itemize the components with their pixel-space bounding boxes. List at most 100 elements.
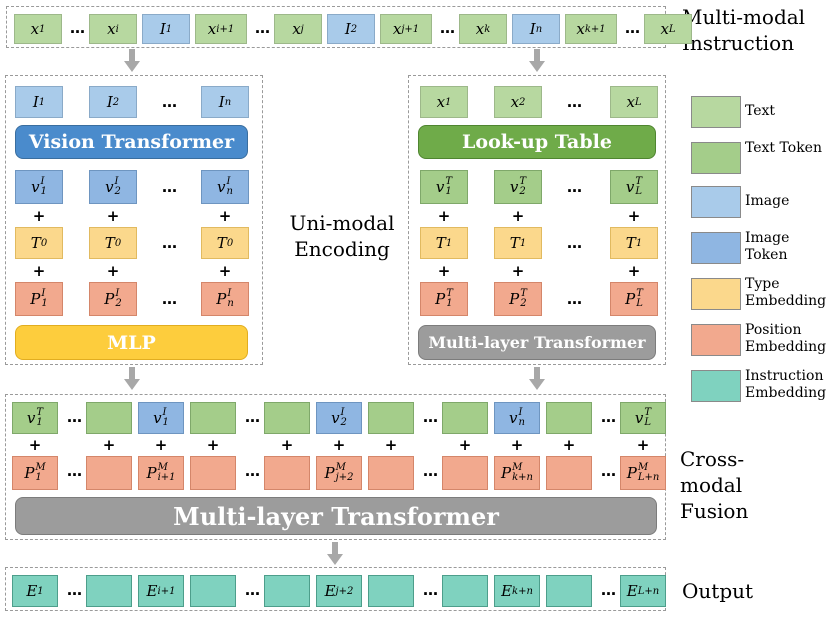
fusion-position-embedding: [86, 456, 132, 490]
output-embedding: [190, 575, 236, 607]
fusion-plus: +: [154, 436, 168, 454]
arrow-fusion-to-output: [327, 542, 343, 565]
legend-swatch: [691, 278, 741, 310]
fusion-position-embedding: [368, 456, 414, 490]
fusion-ellipsis: …: [601, 462, 617, 480]
legend-label: Instruction Embedding: [745, 368, 827, 401]
image-branch-plus: +: [106, 262, 120, 280]
mlp-bar: MLP: [15, 325, 248, 360]
output-ellipsis: …: [423, 581, 439, 599]
legend-label: Type Embedding: [745, 276, 827, 309]
fusion-ellipsis: …: [601, 408, 617, 426]
legend-label: Position Embedding: [745, 322, 827, 355]
image-branch-ellipsis: …: [162, 178, 178, 196]
output-ellipsis: …: [67, 581, 83, 599]
legend-label: Text: [745, 103, 776, 119]
fusion-plus: +: [332, 436, 346, 454]
label-crossmodal-fusion: Cross-modal Fusion: [680, 447, 749, 523]
fusion-token: [368, 402, 414, 434]
text-branch-ellipsis: …: [567, 93, 583, 111]
output-embedding: [264, 575, 310, 607]
fusion-position-embedding: [264, 456, 310, 490]
fusion-plus: +: [384, 436, 398, 454]
fusion-plus: +: [458, 436, 472, 454]
image-branch-ellipsis: …: [162, 234, 178, 252]
text-branch-plus: +: [511, 207, 525, 225]
text-branch-ellipsis: …: [567, 290, 583, 308]
legend-swatch: [691, 370, 741, 402]
vision-transformer-bar: Vision Transformer: [15, 125, 248, 159]
fusion-position-embedding: [546, 456, 592, 490]
legend-swatch: [691, 324, 741, 356]
fusion-token: [190, 402, 236, 434]
legend-label: Image Token: [745, 230, 790, 263]
text-branch-plus: +: [437, 207, 451, 225]
arrow-to-text-branch: [529, 49, 545, 72]
fusion-plus: +: [510, 436, 524, 454]
instruction-ellipsis: …: [625, 19, 641, 37]
text-branch-frame: [408, 75, 666, 365]
output-ellipsis: …: [601, 581, 617, 599]
image-branch-plus: +: [32, 262, 46, 280]
instruction-ellipsis: …: [440, 19, 456, 37]
image-branch-plus: +: [218, 262, 232, 280]
fusion-ellipsis: …: [423, 408, 439, 426]
image-branch-plus: +: [32, 207, 46, 225]
fusion-plus: +: [636, 436, 650, 454]
instruction-ellipsis: …: [70, 19, 86, 37]
fusion-token: [442, 402, 488, 434]
fusion-multilayer-transformer-bar: Multi-layer Transformer: [15, 497, 657, 535]
output-embedding: [86, 575, 132, 607]
label-unimodal-encoding: Uni-modal Encoding: [289, 211, 395, 261]
fusion-position-embedding: [442, 456, 488, 490]
fusion-position-embedding: [190, 456, 236, 490]
fusion-token: [546, 402, 592, 434]
legend-label: Text Token: [745, 140, 822, 156]
fusion-ellipsis: …: [67, 462, 83, 480]
arrow-image-to-fusion: [124, 367, 140, 390]
legend-swatch: [691, 142, 741, 174]
output-ellipsis: …: [245, 581, 261, 599]
output-embedding: [546, 575, 592, 607]
fusion-plus: +: [280, 436, 294, 454]
text-branch-plus: +: [437, 262, 451, 280]
